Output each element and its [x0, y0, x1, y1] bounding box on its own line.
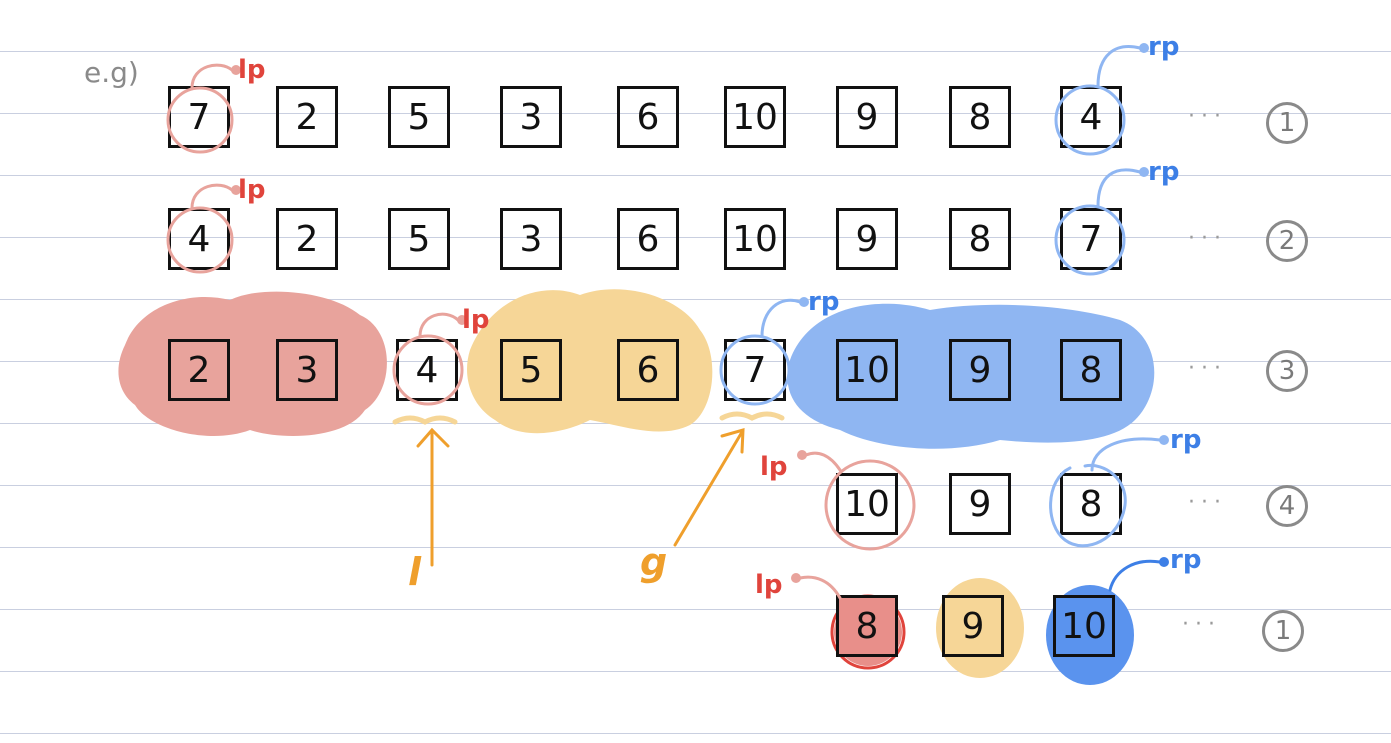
rp-arrow [1096, 45, 1142, 88]
ruled-line [0, 237, 1391, 238]
rp-label: rp [808, 287, 840, 317]
array-cell: 10 [836, 339, 898, 401]
ruled-line [0, 423, 1391, 424]
arrow-tip [231, 65, 241, 75]
dots: ··· [1188, 104, 1227, 129]
array-cell: 5 [388, 86, 450, 148]
l-label: l [408, 550, 422, 594]
arrow-tip [1159, 435, 1169, 445]
arrow-tip [1139, 43, 1149, 53]
dots: ··· [1182, 612, 1221, 637]
array-cell: 9 [836, 208, 898, 270]
rp-arrow [1090, 437, 1162, 472]
arrow-tip [1139, 167, 1149, 177]
rp-label: rp [1148, 157, 1180, 187]
lp-circle [392, 334, 464, 406]
array-cell: 4 [396, 339, 458, 401]
array-cell: 10 [1053, 595, 1115, 657]
lp-label: lp [238, 175, 266, 205]
step-marker: 1 [1266, 102, 1308, 144]
array-cell: 8 [949, 208, 1011, 270]
rp-arrow [760, 298, 802, 338]
rp-label: rp [1170, 425, 1202, 455]
rp-circle [1054, 84, 1126, 156]
rp-circle [1054, 204, 1126, 276]
arrow-tip [231, 185, 241, 195]
lp-arrow [190, 183, 234, 210]
array-cell: 9 [836, 86, 898, 148]
array-cell: 9 [949, 339, 1011, 401]
array-cell: 3 [500, 86, 562, 148]
array-cell: 10 [724, 86, 786, 148]
dots: ··· [1188, 490, 1227, 515]
rp-circle [1049, 463, 1127, 548]
array-cell: 7 [724, 339, 786, 401]
array-cell: 5 [388, 208, 450, 270]
array-cell: 6 [617, 208, 679, 270]
l-underline [392, 415, 458, 425]
dots: ··· [1188, 356, 1227, 381]
dots: ··· [1188, 226, 1227, 251]
array-cell: 9 [949, 473, 1011, 535]
array-cell: 10 [724, 208, 786, 270]
ruled-line [0, 175, 1391, 176]
lp-arrow [798, 575, 842, 600]
ruled-line [0, 733, 1391, 734]
array-cell: 2 [276, 208, 338, 270]
l-arrow [416, 427, 450, 567]
orange-highlight [467, 289, 713, 434]
array-cell: 5 [500, 339, 562, 401]
array-cell: 8 [1060, 339, 1122, 401]
ruled-line [0, 113, 1391, 114]
rp-circle [719, 334, 791, 406]
lp-label: lp [755, 570, 783, 600]
array-cell: 7 [1060, 208, 1122, 270]
ruled-line [0, 671, 1391, 672]
ruled-line [0, 51, 1391, 52]
step-marker: 4 [1266, 485, 1308, 527]
array-cell: 6 [617, 86, 679, 148]
lp-label: lp [760, 452, 788, 482]
array-cell: 9 [942, 595, 1004, 657]
lp-arrow [804, 451, 842, 472]
rp-arrow [1108, 559, 1162, 592]
array-cell: 2 [276, 86, 338, 148]
step-marker: 1 [1262, 610, 1304, 652]
array-cell: 2 [168, 339, 230, 401]
lp-label: lp [462, 305, 490, 335]
g-arrow [673, 427, 745, 547]
array-cell: 8 [949, 86, 1011, 148]
ruled-line [0, 547, 1391, 548]
array-cell: 3 [276, 339, 338, 401]
array-cell: 8 [1060, 473, 1122, 535]
rp-label: rp [1148, 32, 1180, 62]
lp-circle [166, 86, 234, 154]
arrow-tip [457, 315, 467, 325]
array-cell: 6 [617, 339, 679, 401]
arrow-tip [799, 297, 809, 307]
example-note: e.g) [84, 56, 139, 89]
step-marker: 3 [1266, 350, 1308, 392]
g-label: g [640, 540, 668, 584]
step-marker: 2 [1266, 220, 1308, 262]
arrow-tip [791, 573, 801, 583]
array-cell: 3 [500, 208, 562, 270]
lp-circle [824, 459, 916, 551]
array-cell: 8 [836, 595, 898, 657]
rp-label: rp [1170, 545, 1202, 575]
ruled-line [0, 485, 1391, 486]
arrow-tip [1159, 557, 1169, 567]
lp-circle [166, 206, 234, 274]
ruled-line [0, 609, 1391, 610]
rp-arrow [1096, 168, 1142, 208]
lp-arrow [418, 312, 460, 338]
arrow-tip [797, 450, 807, 460]
g-underline [719, 411, 785, 421]
lp-label: lp [238, 55, 266, 85]
lp-arrow [190, 63, 234, 90]
ruled-line [0, 299, 1391, 300]
array-cell: 10 [836, 473, 898, 535]
